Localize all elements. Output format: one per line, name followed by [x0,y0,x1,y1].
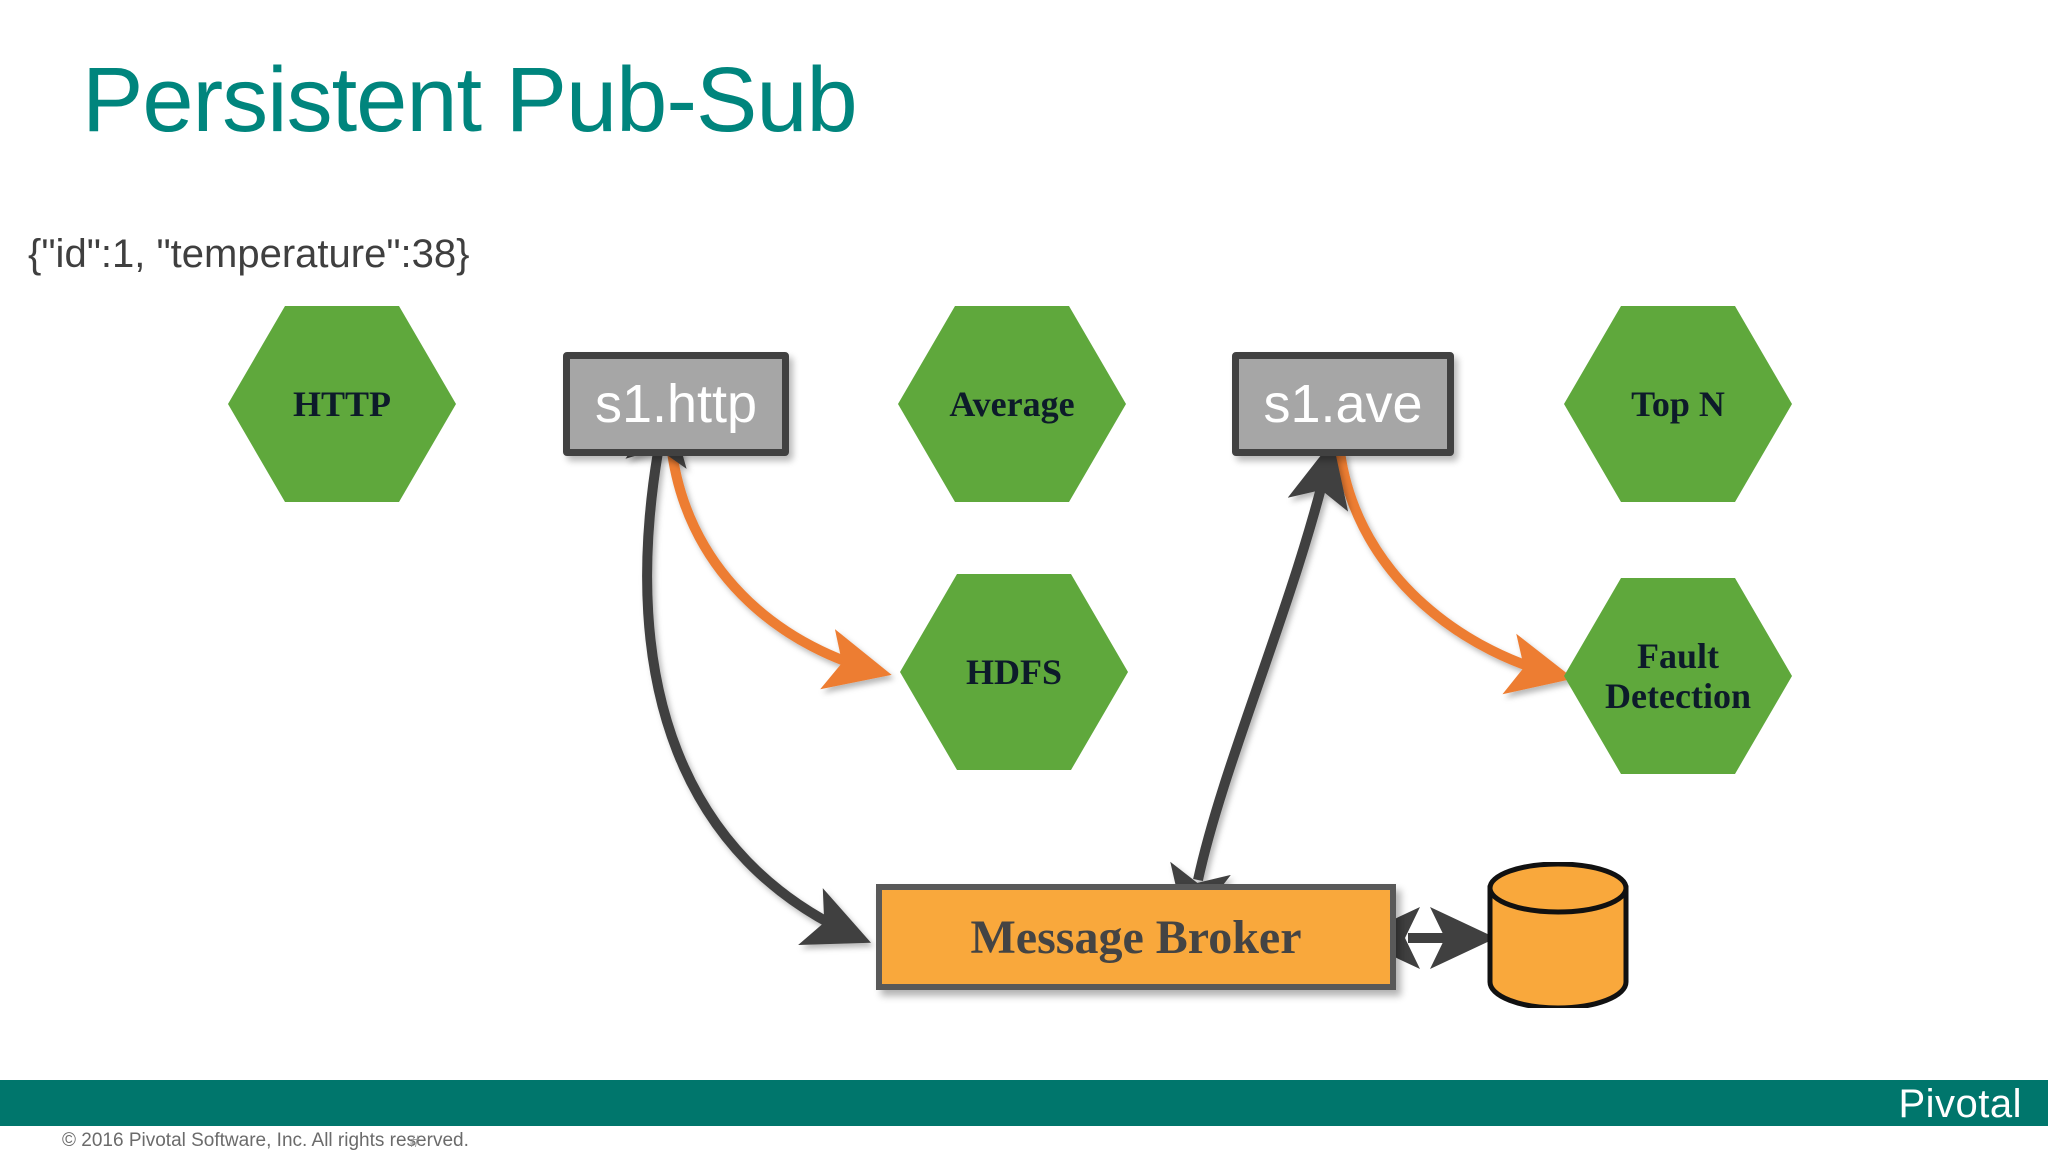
edge-message-broker-to-s1ave [1170,440,1349,933]
node-hdfs[interactable]: HDFS [900,574,1128,770]
footer-page-number: # [410,1132,420,1151]
node-database[interactable] [1484,861,1632,1011]
node-hdfs-label: HDFS [965,651,1062,692]
node-top-n[interactable]: Top N [1564,306,1792,502]
footer-copyright: © 2016 Pivotal Software, Inc. All rights… [62,1130,469,1151]
node-average-label: Average [949,383,1075,424]
node-top-n-label: Top N [1631,383,1725,424]
edge-s1ave-to-fault-detection [1335,451,1574,695]
edge-s1http-to-message-broker [625,398,872,945]
database-top-ellipse [1487,861,1629,915]
node-fault-detection-label: Fault Detection [1605,636,1751,717]
node-fault-detection-label-line1: Fault [1636,635,1719,676]
node-s1-http-label: s1.http [594,374,758,434]
node-average[interactable]: Average [898,306,1126,502]
node-s1-ave-label: s1.ave [1263,374,1423,434]
node-message-broker[interactable]: Message Broker [876,884,1396,990]
node-http-label: HTTP [292,383,391,424]
node-http[interactable]: HTTP [228,306,456,502]
database-body [1487,885,1629,1011]
node-message-broker-label: Message Broker [970,910,1302,964]
footer-bar [0,1080,2048,1126]
node-s1-http[interactable]: s1.http [563,352,789,456]
node-s1-ave[interactable]: s1.ave [1232,352,1454,456]
pivotal-logo: Pivotal [1898,1082,2022,1126]
node-fault-detection[interactable]: Fault Detection [1564,578,1792,774]
sample-payload-text: {"id":1, "temperature":38} [28,232,470,276]
architecture-diagram: HTTP s1.http Average s1.ave Top N HDFS F… [228,306,1792,1011]
node-fault-detection-label-line2: Detection [1605,676,1751,716]
page-title: Persistent Pub-Sub [82,49,858,151]
edge-s1http-to-hdfs [667,451,892,690]
